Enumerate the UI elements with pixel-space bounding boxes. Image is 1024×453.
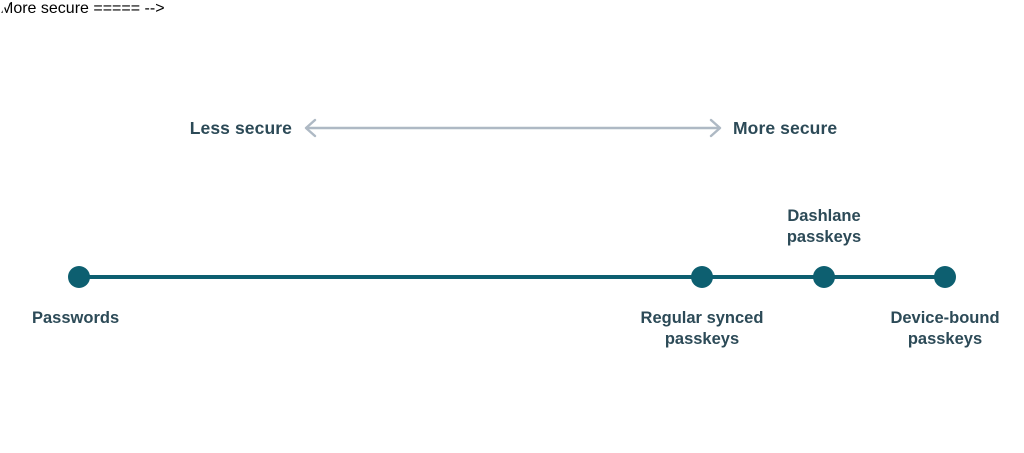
spectrum-node-label-3: Device-bound passkeys	[890, 309, 1000, 348]
spectrum-node-label-0: Passwords	[32, 309, 120, 327]
spectrum-node-3[interactable]	[934, 266, 956, 288]
spectrum-node-label-1: Regular synced passkeys	[640, 309, 764, 348]
spectrum-axis-line	[79, 275, 945, 279]
spectrum-node-1[interactable]	[691, 266, 713, 288]
axis-label-more-secure: More secure	[733, 118, 838, 138]
spectrum-node-0[interactable]	[68, 266, 90, 288]
spectrum-node-label-2: Dashlane passkeys	[786, 207, 862, 246]
double-headed-arrow-icon	[304, 118, 722, 138]
spectrum-node-2[interactable]	[813, 266, 835, 288]
axis-label-less-secure: Less secure	[189, 118, 292, 138]
secure-direction-axis: Less secure More secure	[0, 113, 1024, 143]
